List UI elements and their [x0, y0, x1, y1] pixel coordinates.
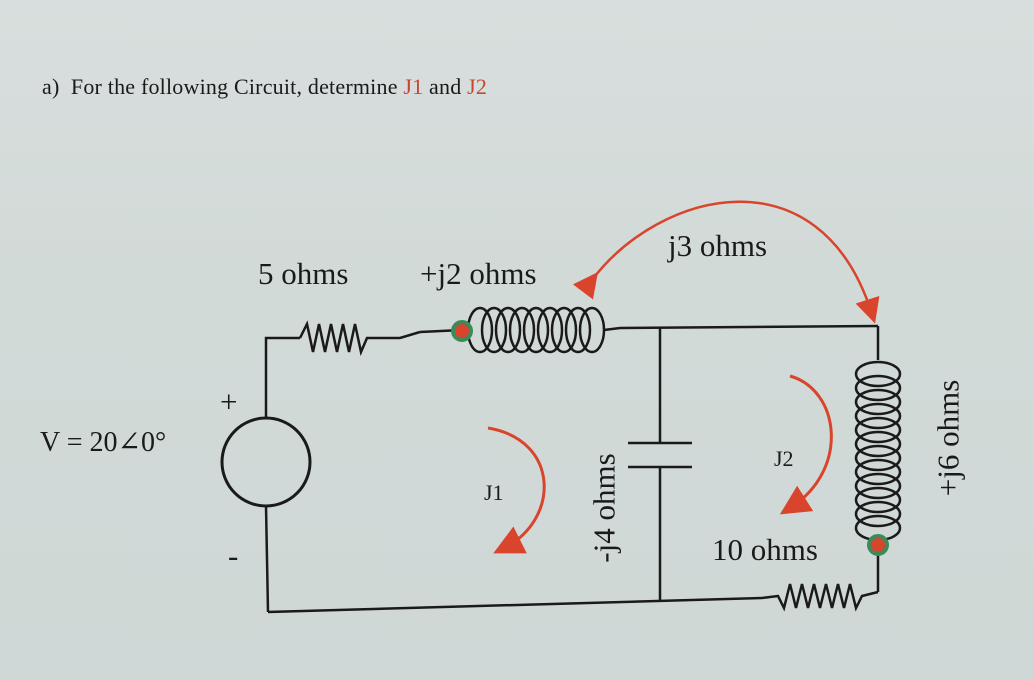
loop-j2-arrow: [779, 374, 833, 515]
wire-bottom: [267, 596, 763, 614]
question-j1: J1: [403, 74, 424, 99]
loop-j2-label: J2: [774, 446, 794, 471]
loop-j1-arrow: [487, 426, 546, 554]
wire-source-top: [264, 336, 300, 418]
loop-j1-label: J1: [484, 480, 504, 505]
wire-source-bottom: [264, 505, 270, 613]
resistor-10-ohm: [761, 583, 879, 612]
inductor-l2: [854, 360, 902, 542]
l2-label: +j6 ohms: [930, 379, 966, 497]
dot-marker-l1: [451, 320, 473, 342]
r2-label: 10 ohms: [712, 532, 818, 567]
wire-top-right: [619, 324, 879, 330]
plus-sign: +: [220, 384, 238, 419]
inductor-l1: [466, 306, 621, 354]
question-text: a) For the following Circuit, determine …: [42, 74, 487, 100]
l1-label: +j2 ohms: [420, 256, 537, 291]
mutual-arrow: [572, 200, 880, 324]
question-prefix: a): [42, 74, 60, 99]
mutual-label: j3 ohms: [668, 228, 768, 263]
question-and: and: [429, 74, 462, 99]
resistor-5-ohm: [298, 320, 421, 357]
voltage-source: [220, 416, 312, 508]
question-j2: J2: [467, 74, 488, 99]
dot-marker-l2: [867, 534, 889, 556]
cap-label: -j4 ohms: [586, 453, 622, 563]
question-body: For the following Circuit, determine: [70, 74, 398, 99]
r1-label: 5 ohms: [258, 256, 349, 291]
source-label: V = 20∠0°: [40, 427, 167, 458]
minus-sign: -: [228, 538, 239, 573]
